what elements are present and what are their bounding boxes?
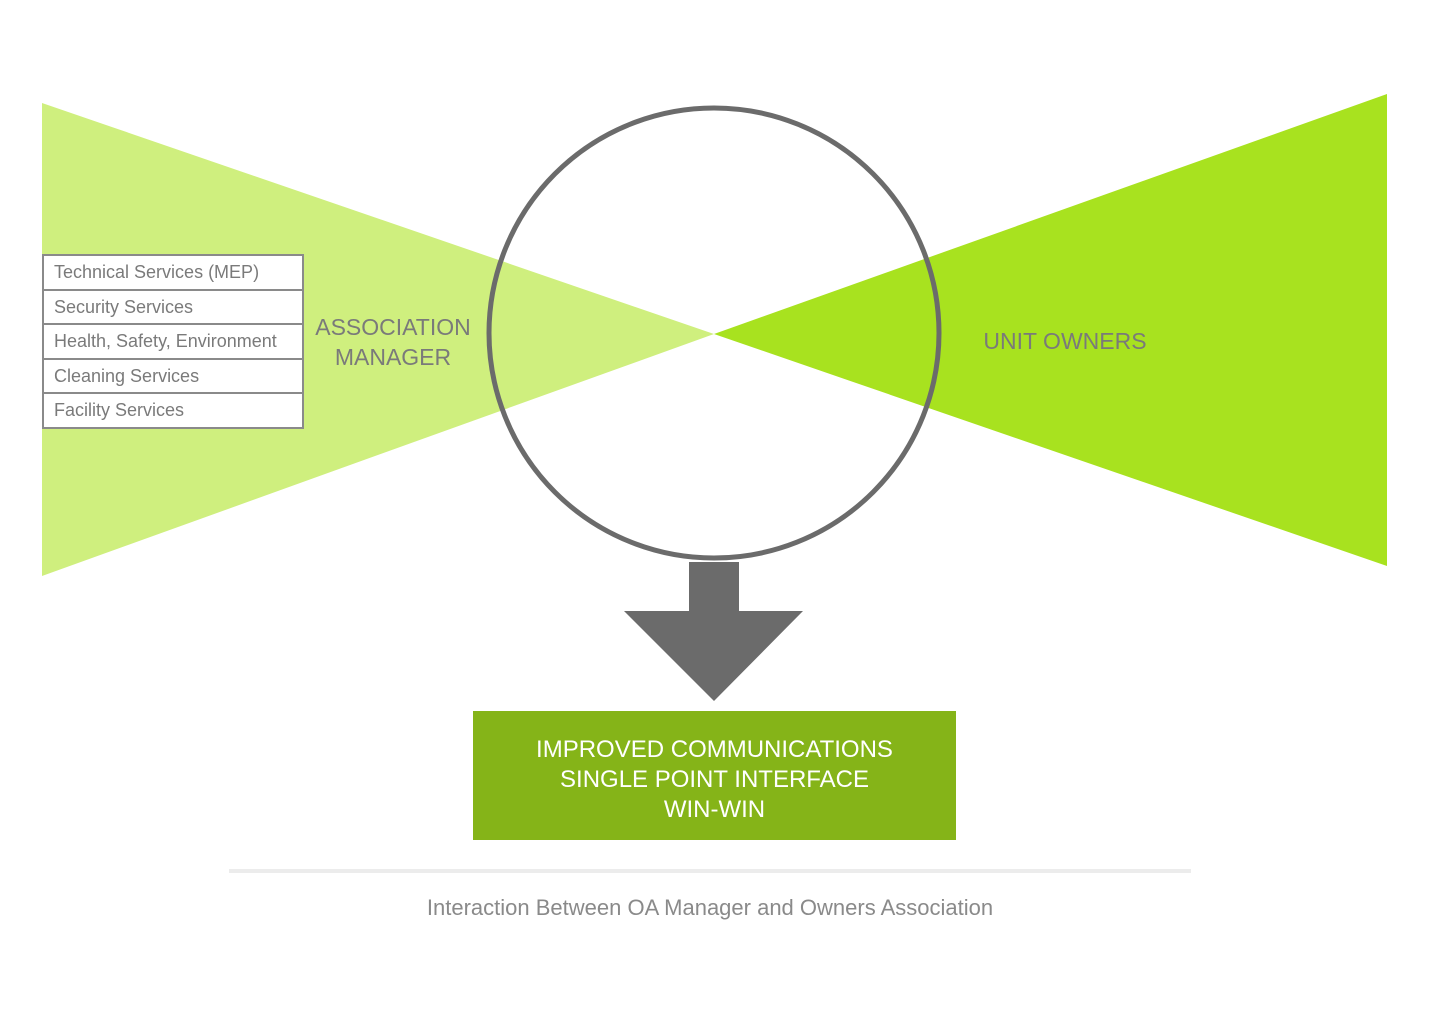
- outcome-line-2: SINGLE POINT INTERFACE: [560, 766, 869, 793]
- down-arrow: [624, 562, 803, 701]
- service-item-hse: Health, Safety, Environment: [44, 323, 302, 358]
- service-item-technical: Technical Services (MEP): [54, 262, 260, 282]
- service-item-cleaning: Cleaning Services: [44, 357, 302, 393]
- right-wedge: [714, 94, 1387, 566]
- service-item-security: Security Services: [44, 288, 302, 324]
- association-manager-line1: ASSOCIATION: [315, 314, 471, 340]
- diagram-caption: Interaction Between OA Manager and Owner…: [426, 895, 994, 920]
- left-wedge: [42, 103, 714, 576]
- unit-owners-label: UNIT OWNERS: [983, 328, 1147, 354]
- association-manager-line2: MANAGER: [334, 344, 452, 370]
- caption-divider: [229, 869, 1191, 873]
- outcome-line-1: IMPROVED COMMUNICATIONS: [536, 736, 893, 763]
- outcome-line-3: WIN-WIN: [663, 796, 766, 823]
- association-manager-label: ASSOCIATION MANAGER: [300, 312, 486, 372]
- outcome-box: IMPROVED COMMUNICATIONS SINGLE POINT INT…: [473, 711, 956, 840]
- services-list: Technical Services (MEP) Security Servic…: [42, 254, 304, 429]
- service-item-facility: Facility Services: [44, 392, 302, 427]
- interaction-circle: [486, 105, 942, 561]
